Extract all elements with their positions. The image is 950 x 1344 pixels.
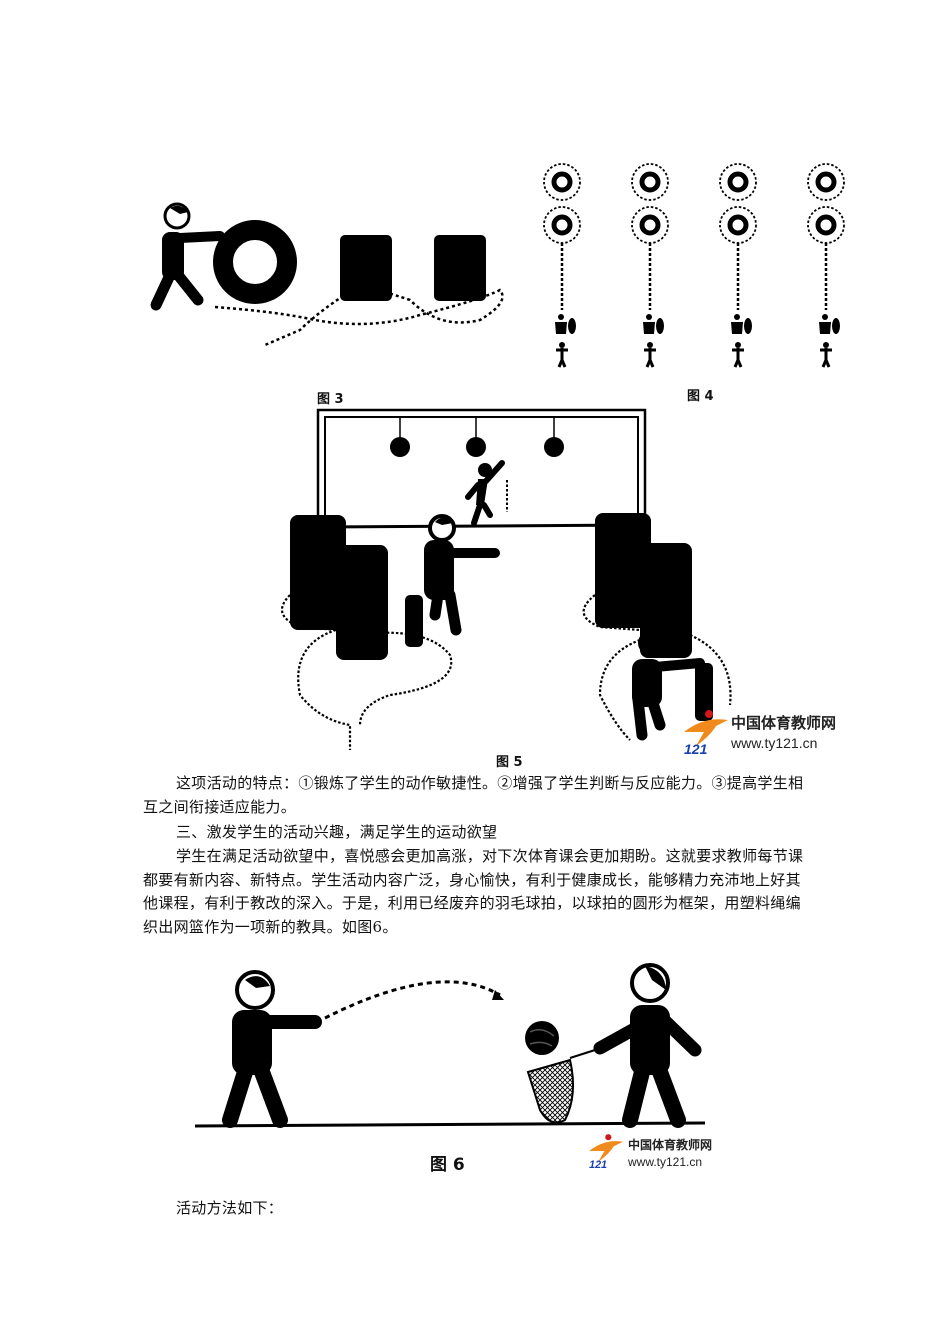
svg-text:121: 121: [589, 1159, 607, 1171]
paragraph-activity-features: 这项活动的特点：①锻炼了学生的动作敏捷性。②增强了学生判断与反应能力。③提高学生…: [143, 774, 804, 816]
figure-3-illustration: [150, 202, 504, 347]
watermark-logo: 121: [676, 706, 736, 758]
paragraph-activity-method: 活动方法如下：: [176, 1199, 284, 1217]
figure-5-illustration: [280, 408, 732, 750]
watermark-logo-2: 121: [583, 1130, 629, 1172]
figure-4-caption: 图 4: [687, 389, 714, 404]
figure-4-illustration: [543, 150, 860, 370]
figure-6-caption: 图 6: [430, 1155, 465, 1175]
section-heading-3: 三、激发学生的活动兴趣，满足学生的运动欲望: [176, 823, 498, 841]
watermark-text: 中国体育教师网 www.ty121.cn: [731, 712, 836, 751]
figure-6-illustration: [194, 963, 706, 1128]
watermark-url-2: www.ty121.cn: [628, 1155, 703, 1169]
watermark-text-2: 中国体育教师网 www.ty121.cn: [628, 1136, 712, 1169]
svg-text:121: 121: [684, 741, 708, 757]
watermark-site-name-2: 中国体育教师网: [628, 1138, 713, 1152]
watermark-url: www.ty121.cn: [731, 735, 818, 751]
watermark-site-name: 中国体育教师网: [731, 715, 837, 732]
figure-5-caption: 图 5: [496, 755, 523, 770]
paragraph-motivation: 学生在满足活动欲望中，喜悦感会更加高涨，对下次体育课会更加期盼。这就要求教师每节…: [143, 847, 804, 936]
figure-3-caption: 图 3: [317, 392, 344, 407]
